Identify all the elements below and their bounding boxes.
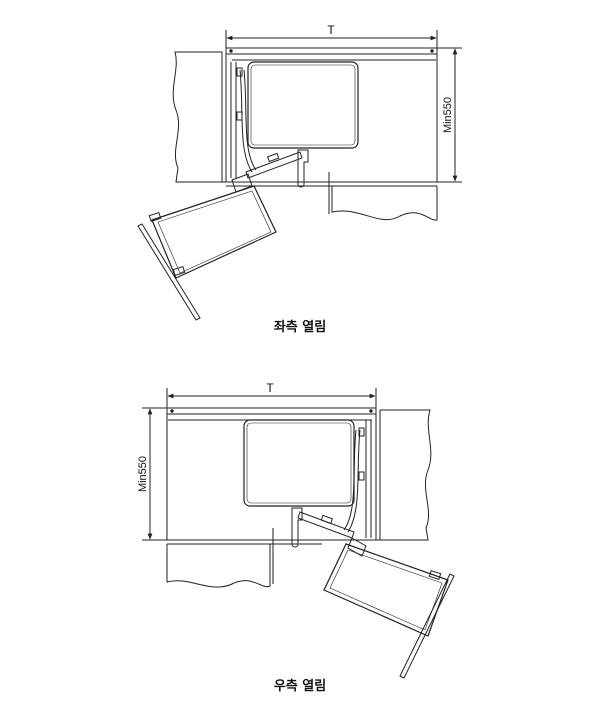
- front-tray-left: [137, 173, 277, 321]
- depth-label-left: Min550: [442, 97, 454, 133]
- width-dimension-right: T: [166, 381, 377, 410]
- rear-tray-right: [243, 419, 355, 507]
- pivot-handle-right: [291, 507, 303, 548]
- back-panel-right: [166, 407, 377, 415]
- pivot-handle-left: [297, 149, 309, 188]
- curved-guide-right: [347, 429, 361, 533]
- linkage-bar-right: [297, 511, 355, 539]
- hinge-column-right: [365, 420, 372, 538]
- width-label-left: T: [327, 23, 335, 37]
- hinge-column-left: [230, 62, 237, 178]
- linkage-bar-left: [245, 151, 303, 179]
- front-cabinet-left: [166, 544, 271, 588]
- depth-label-right: Min550: [137, 456, 149, 492]
- depth-dimension-left: Min550: [437, 47, 462, 183]
- diagram-right-opening: T Min550: [137, 381, 455, 679]
- back-panel-left: [225, 47, 438, 55]
- front-tray-right: [323, 537, 455, 679]
- adjacent-cabinet-left: [172, 51, 223, 183]
- caption-left-opening: 좌측 열림: [273, 320, 327, 335]
- diagram-left-opening: T Min550: [137, 23, 462, 321]
- width-label-right: T: [266, 381, 274, 395]
- depth-dimension-right: Min550: [137, 407, 167, 541]
- adjacent-cabinet-right: [379, 409, 432, 541]
- caption-right-opening: 우측 열림: [273, 679, 327, 694]
- curved-guide-left: [239, 69, 253, 173]
- rear-tray-left: [247, 61, 359, 149]
- front-cabinet-right: [331, 186, 438, 221]
